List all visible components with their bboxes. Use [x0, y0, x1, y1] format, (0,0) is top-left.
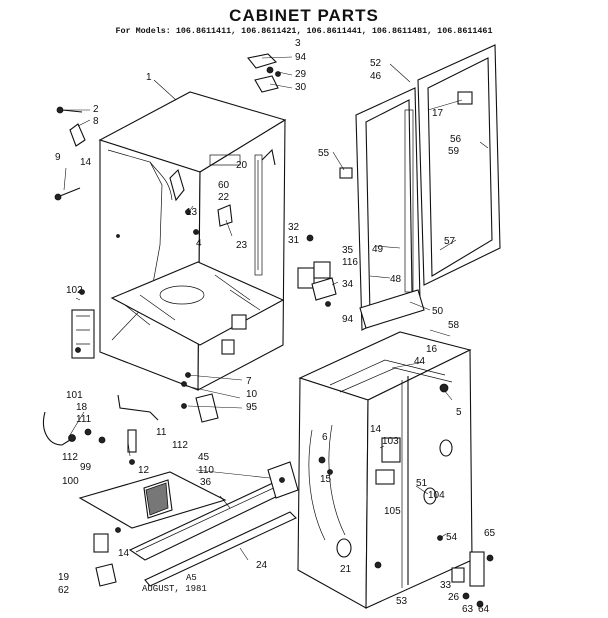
callout-48: 48: [390, 274, 402, 285]
callout-55: 55: [318, 148, 330, 159]
callout-46: 46: [370, 71, 382, 82]
callout-21: 21: [340, 564, 352, 575]
callout-17: 17: [432, 108, 444, 119]
callout-22: 22: [218, 192, 230, 203]
callout-51: 51: [416, 478, 428, 489]
callout-56: 56: [450, 134, 462, 145]
callout-101: 101: [66, 390, 83, 401]
callout-12: 12: [138, 465, 150, 476]
callout-57: 57: [444, 236, 456, 247]
callout-112: 112: [62, 452, 78, 463]
callout-49: 49: [372, 244, 384, 255]
callout-45: 45: [198, 452, 210, 463]
callout-104: 104: [428, 490, 445, 501]
side-screws: [54, 106, 86, 201]
page-title: CABINET PARTS: [229, 6, 379, 25]
callout-50: 50: [432, 306, 444, 317]
callout-44: 44: [414, 356, 426, 367]
lower-hinge: [451, 551, 494, 608]
callout-30: 30: [295, 82, 307, 93]
callout-63: 63: [462, 604, 474, 615]
callout-102: 102: [66, 285, 83, 296]
callout-110: 110: [198, 465, 214, 476]
callout-20: 20: [236, 160, 248, 171]
door-gaskets: [339, 44, 501, 331]
callout-112b: 112: [172, 440, 188, 451]
callout-94b: 94: [342, 314, 354, 325]
callout-60: 60: [218, 180, 230, 191]
callout-100: 100: [62, 476, 79, 487]
callout-23: 23: [236, 240, 248, 251]
callout-16: 16: [426, 344, 438, 355]
callout-14b: 14: [118, 548, 130, 559]
callout-64: 64: [478, 604, 490, 615]
callout-65: 65: [484, 528, 496, 539]
callout-54: 54: [446, 532, 458, 543]
callout-34: 34: [342, 279, 354, 290]
callout-32: 32: [288, 222, 300, 233]
callout-35: 35: [342, 245, 354, 256]
callout-2: 2: [93, 104, 99, 115]
callout-7: 7: [246, 376, 252, 387]
callout-14: 14: [80, 157, 92, 168]
callout-103: 103: [382, 436, 399, 447]
callout-116: 116: [342, 257, 358, 268]
callout-111: 111: [76, 414, 92, 425]
callout-4: 4: [196, 238, 202, 249]
callout-5: 5: [456, 407, 462, 418]
callout-6: 6: [322, 432, 328, 443]
rear-bracket: [71, 289, 95, 359]
callout-11: 11: [156, 427, 167, 438]
callout-53: 53: [396, 596, 408, 607]
callout-94: 94: [295, 52, 307, 63]
callout-10: 10: [246, 389, 258, 400]
callout-26: 26: [448, 592, 460, 603]
callout-3: 3: [295, 38, 301, 49]
center-hinge: [297, 234, 337, 307]
callout-36: 36: [200, 477, 212, 488]
callout-99: 99: [80, 462, 92, 473]
part-callouts: 3 94 29 30 1 2 8 9 14 13 4 20 60 22 23 5…: [55, 38, 496, 615]
callout-9: 9: [55, 152, 61, 163]
callout-58: 58: [448, 320, 460, 331]
callout-8: 8: [93, 116, 99, 127]
callout-59: 59: [448, 146, 460, 157]
leader-lines: [63, 56, 489, 561]
callout-24: 24: [256, 560, 268, 571]
footer-code: A5: [186, 573, 197, 583]
callout-31: 31: [288, 235, 300, 246]
callout-15: 15: [320, 474, 332, 485]
callout-29: 29: [295, 69, 307, 80]
models-line: For Models: 106.8611411, 106.8611421, 10…: [115, 26, 493, 36]
base-grille-assembly: [78, 461, 299, 587]
cabinet-liner: [297, 331, 473, 609]
callout-14c: 14: [370, 424, 382, 435]
callout-95: 95: [246, 402, 258, 413]
lower-left-parts: [43, 372, 219, 465]
callout-62: 62: [58, 585, 70, 596]
callout-105: 105: [384, 506, 401, 517]
callout-52: 52: [370, 58, 382, 69]
callout-13: 13: [186, 207, 198, 218]
callout-18: 18: [76, 402, 88, 413]
callout-19: 19: [58, 572, 70, 583]
cabinet-shell: [98, 91, 287, 391]
footer-date: AUGUST, 1981: [142, 584, 207, 594]
callout-1: 1: [146, 72, 152, 83]
top-hinge-assembly: [247, 53, 281, 93]
callout-33: 33: [440, 580, 452, 591]
